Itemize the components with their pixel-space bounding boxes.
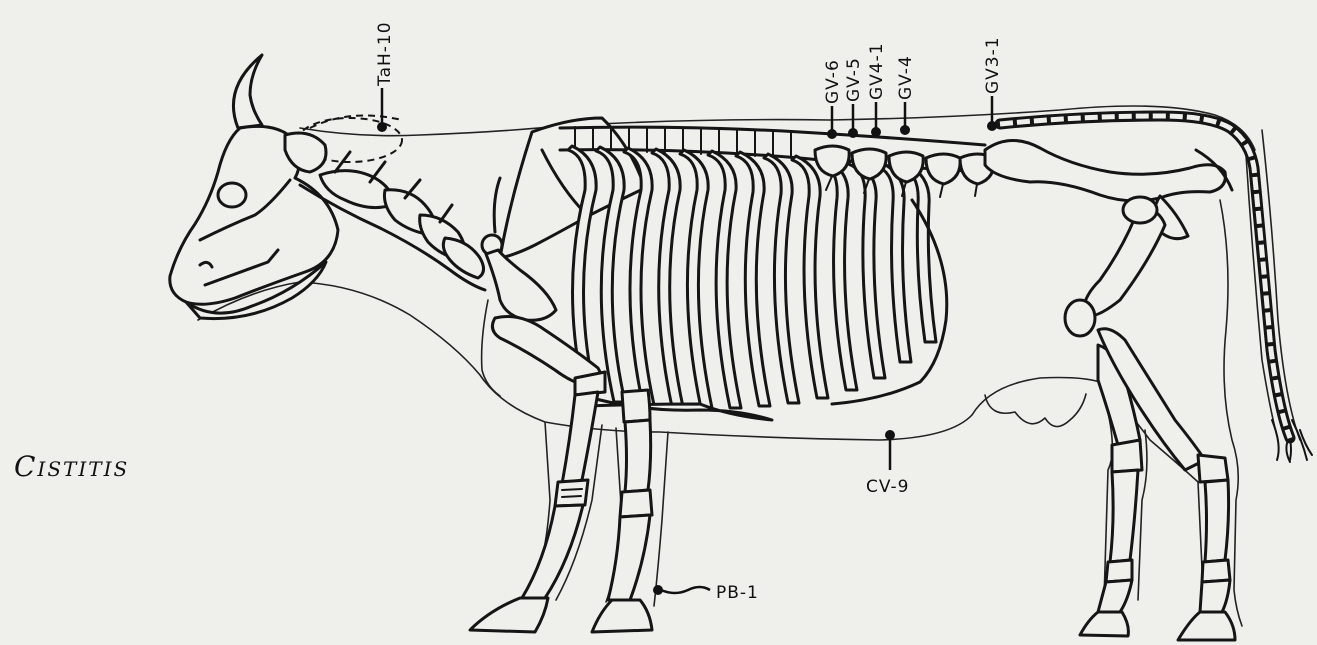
gv6-dot xyxy=(827,129,837,139)
gv5-label: GV-5 xyxy=(844,57,864,102)
rib-cage xyxy=(568,146,947,420)
rib xyxy=(652,149,683,407)
rib xyxy=(736,152,770,406)
hind-cannon xyxy=(1205,480,1229,562)
hock xyxy=(1198,455,1228,482)
horn xyxy=(233,55,262,128)
far-front-fetlock xyxy=(620,490,652,517)
far-hind-cannon xyxy=(1110,470,1138,562)
lumbar-vertebra xyxy=(852,149,886,179)
rib xyxy=(902,164,936,342)
hind-fetlock xyxy=(1202,560,1230,582)
femoral-head xyxy=(1123,197,1157,223)
diagram-title: Cistitis xyxy=(14,450,129,483)
point-pb1: PB-1 xyxy=(653,583,759,603)
rib xyxy=(792,156,828,398)
point-gv5: GV-5 xyxy=(844,57,864,138)
hind-pastern xyxy=(1200,580,1230,612)
pelvis xyxy=(985,140,1225,200)
far-front-pastern xyxy=(608,515,650,600)
gv41-dot xyxy=(871,127,881,137)
near-hind-leg xyxy=(1065,197,1235,640)
far-hind-hoof xyxy=(1080,612,1128,636)
tah10-dot xyxy=(377,122,387,132)
pb1-label: PB-1 xyxy=(716,583,759,603)
tah10-label: TaH-10 xyxy=(375,21,395,87)
rib xyxy=(848,160,885,378)
lumbar-vertebra xyxy=(815,146,849,176)
front-cannon xyxy=(562,392,598,484)
front-pastern xyxy=(522,505,583,598)
point-gv4: GV-4 xyxy=(896,55,916,135)
femur xyxy=(1084,205,1165,316)
far-hind-fetlock xyxy=(1106,560,1132,582)
far-front-hoof xyxy=(592,600,652,632)
far-forearm xyxy=(622,390,650,422)
gv41-label: GV4-1 xyxy=(867,42,887,100)
gv4-label: GV-4 xyxy=(896,55,916,100)
gv5-dot xyxy=(848,128,858,138)
gv4-dot xyxy=(900,125,910,135)
far-hind-pastern xyxy=(1098,580,1132,612)
gv31-label: GV3-1 xyxy=(983,36,1003,94)
far-front-cannon xyxy=(625,420,651,492)
rib xyxy=(876,162,911,362)
rib xyxy=(708,151,741,408)
front-fetlock xyxy=(555,480,588,506)
eye-orbit xyxy=(218,183,246,207)
far-front-leg xyxy=(592,390,652,632)
far-hock xyxy=(1112,440,1142,472)
point-gv4-1: GV4-1 xyxy=(867,42,887,137)
neck-vertebra xyxy=(443,238,483,278)
rib xyxy=(820,158,857,390)
gv6-label: GV-6 xyxy=(823,59,843,104)
lumbar-vertebra xyxy=(926,154,960,184)
hind-hoof xyxy=(1178,612,1235,640)
pb1-leader xyxy=(661,587,710,593)
rib xyxy=(680,150,712,408)
front-hoof xyxy=(470,598,548,632)
cv9-label: CV-9 xyxy=(866,477,909,497)
point-gv3-1: GV3-1 xyxy=(983,36,1003,131)
point-gv6: GV-6 xyxy=(823,59,843,139)
humerus xyxy=(486,250,556,320)
patella xyxy=(1065,300,1095,336)
rib xyxy=(764,154,799,403)
gv31-dot xyxy=(987,121,997,131)
point-tah10: TaH-10 xyxy=(375,21,395,132)
udder-outline xyxy=(985,394,1086,427)
